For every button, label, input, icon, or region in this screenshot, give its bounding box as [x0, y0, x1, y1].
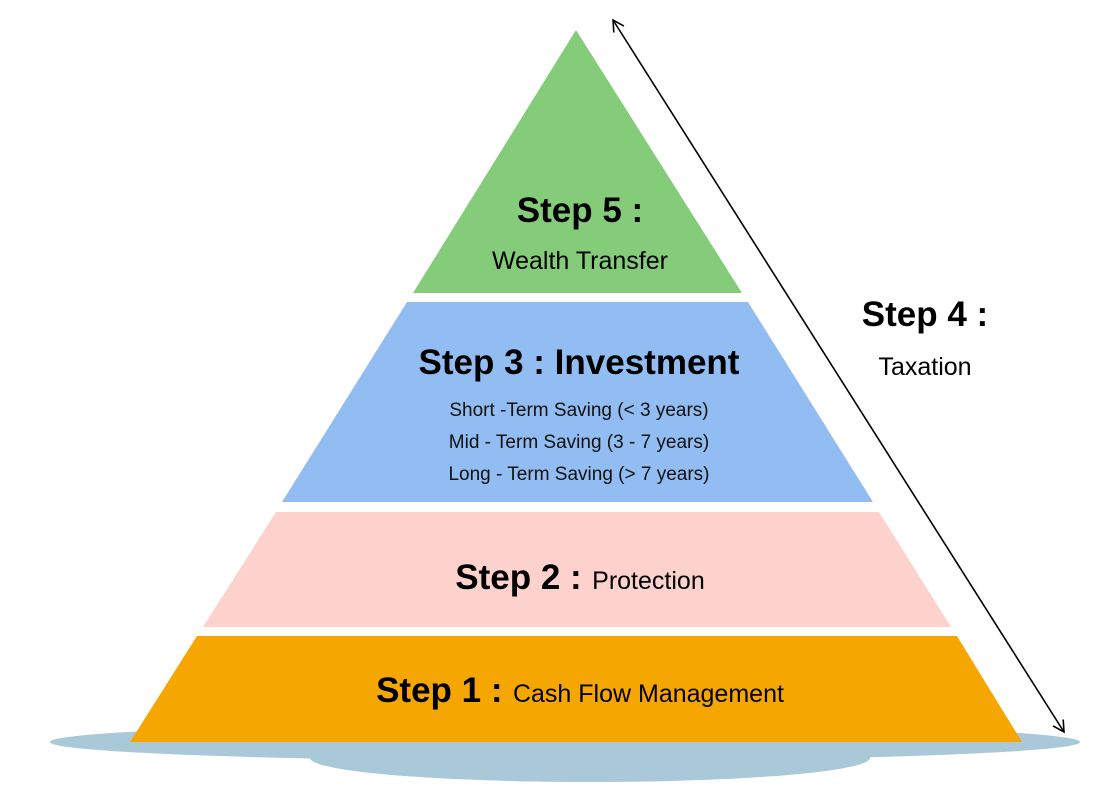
step2-subtitle: Protection	[592, 567, 705, 595]
taxation-double-arrow	[612, 18, 1065, 734]
step3-title: Step 3 : Investment	[419, 343, 740, 382]
step5-subtitle: Wealth Transfer	[492, 247, 668, 275]
step4-title: Step 4 :	[862, 295, 988, 334]
step2-label: Step 2 : Protection	[455, 558, 704, 597]
step1-title: Step 1 :	[376, 671, 502, 710]
step3-item: Long - Term Saving (> 7 years)	[448, 464, 709, 485]
step1-label: Step 1 : Cash Flow Management	[376, 671, 784, 710]
step2-title: Step 2 :	[455, 558, 581, 597]
step4-subtitle: Taxation	[878, 353, 971, 381]
step5-title: Step 5 :	[517, 191, 643, 230]
step1-subtitle: Cash Flow Management	[513, 680, 784, 708]
step3-item: Mid - Term Saving (3 - 7 years)	[449, 432, 709, 453]
step3-item: Short -Term Saving (< 3 years)	[449, 400, 708, 421]
